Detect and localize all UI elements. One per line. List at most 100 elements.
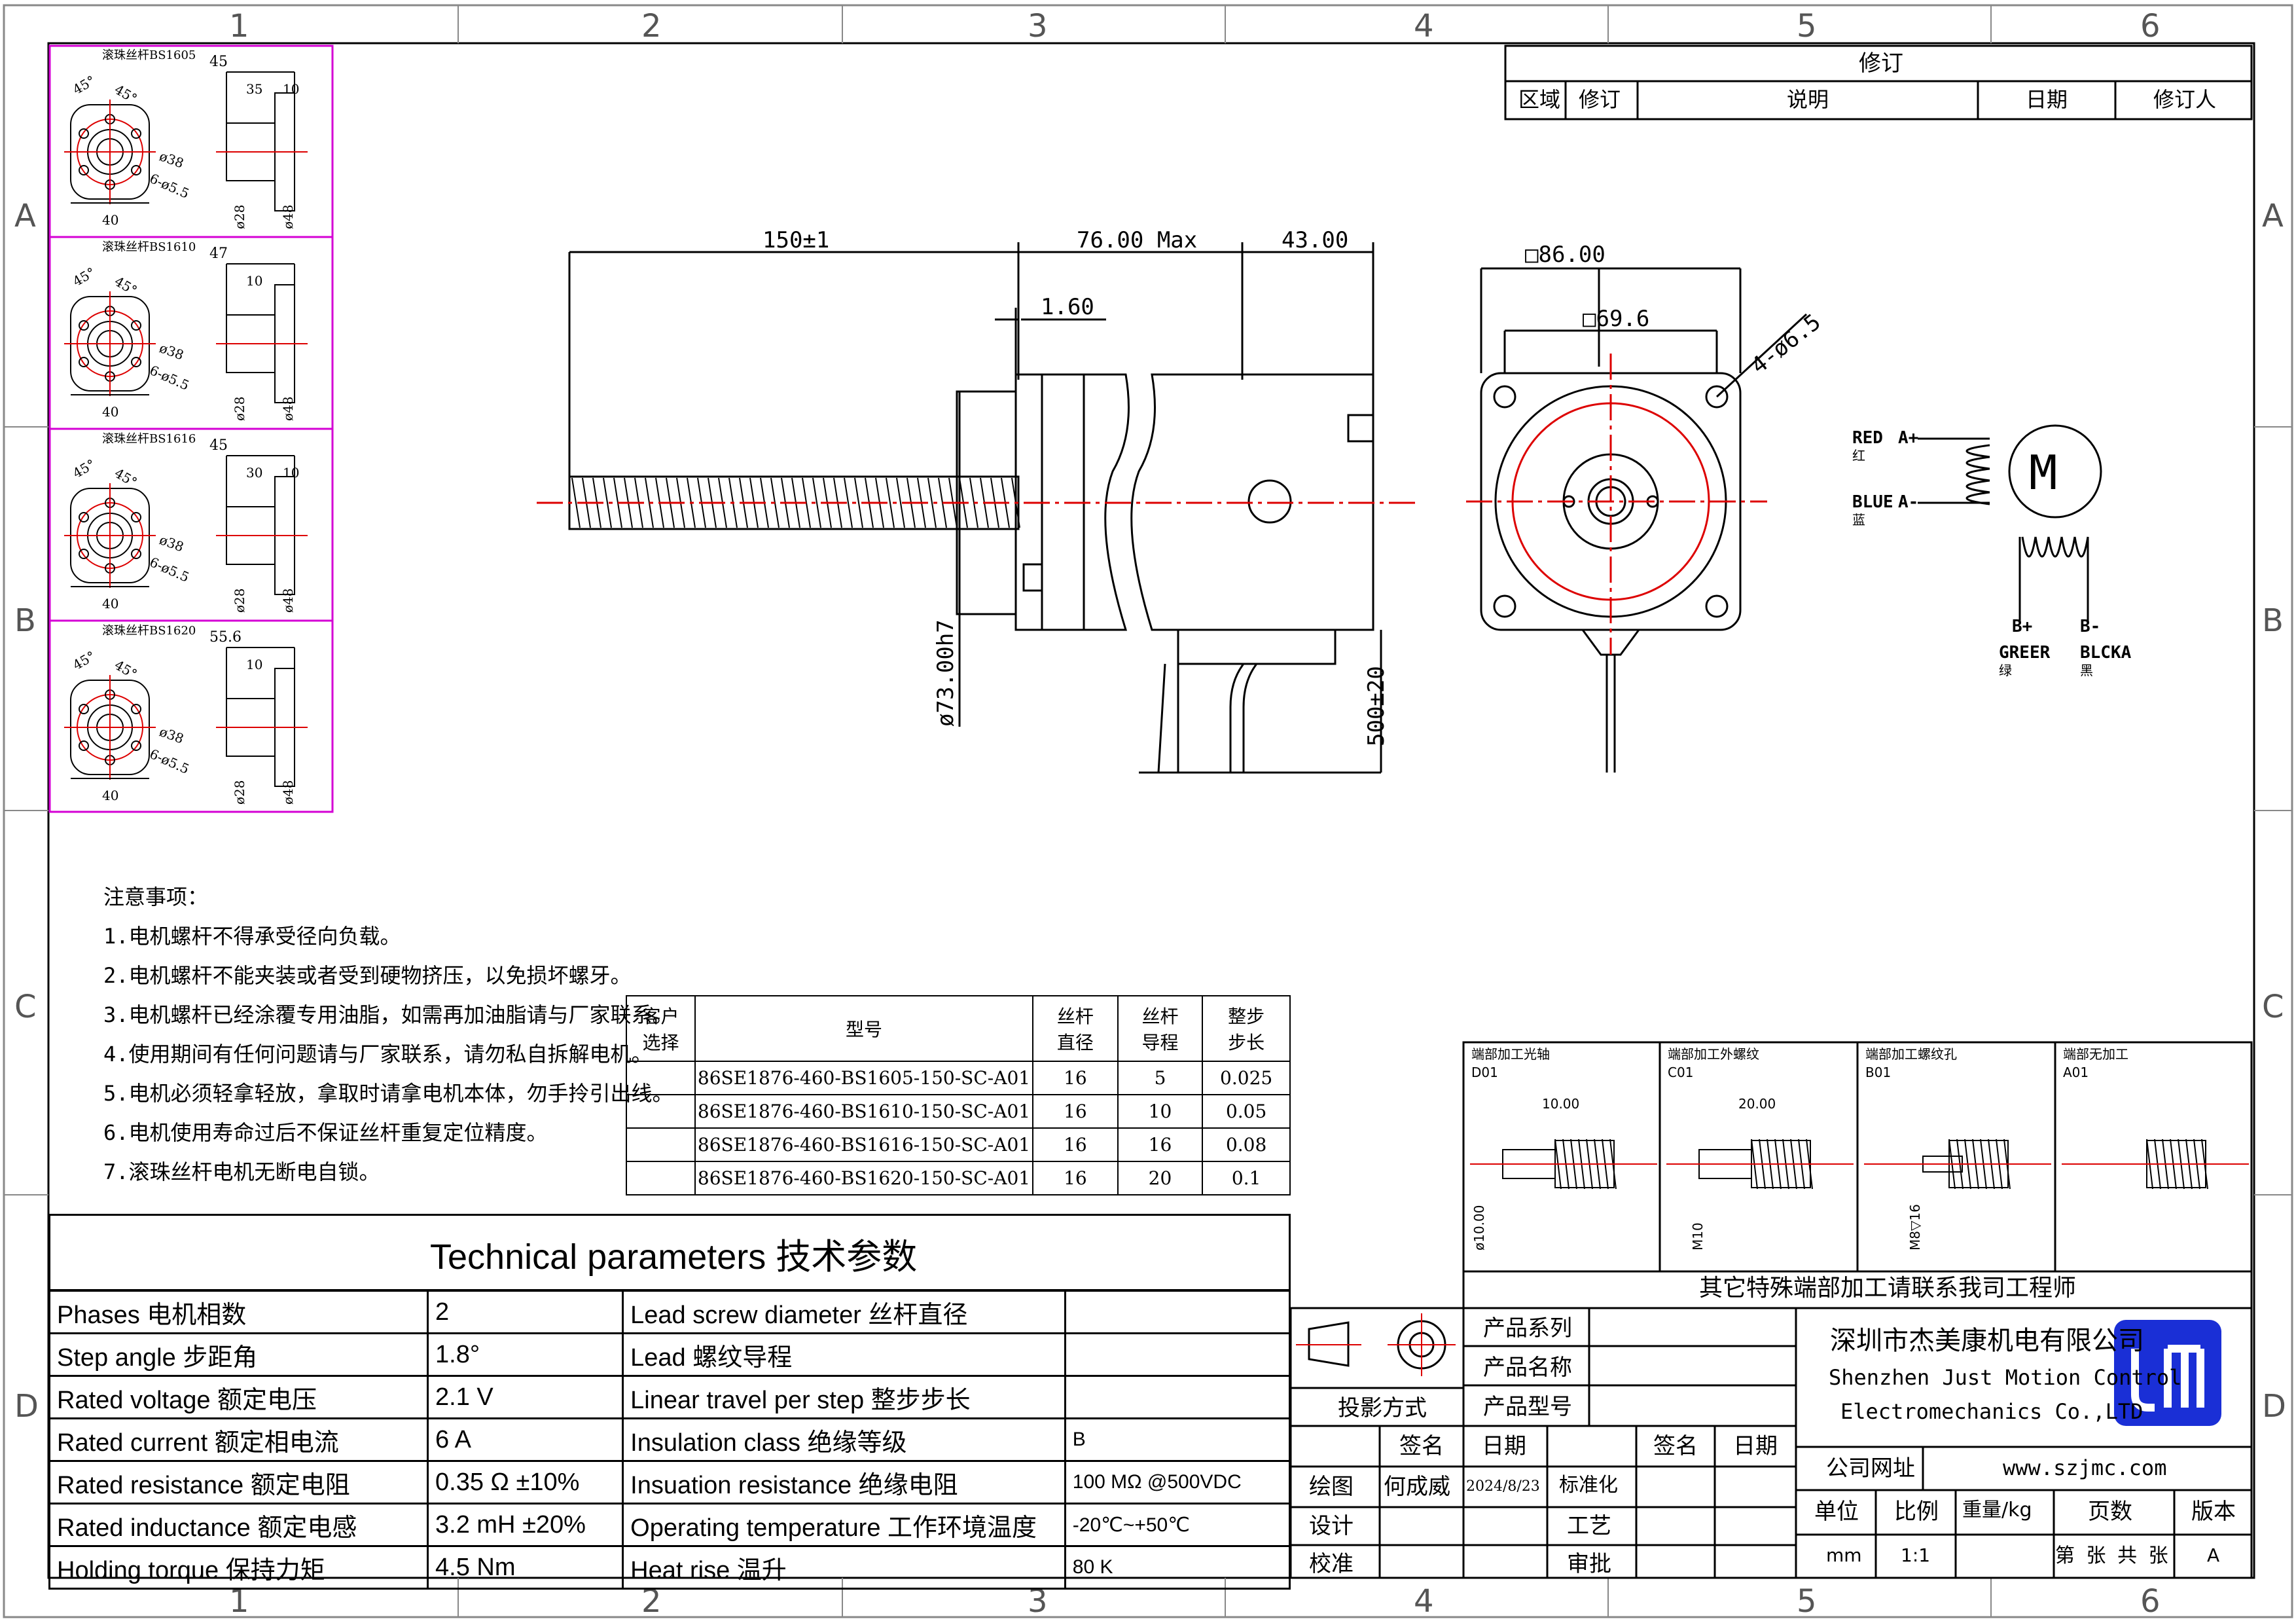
- nut-flange-dia: ø48: [280, 588, 296, 613]
- tech-title: Technical parameters 技术参数: [430, 1237, 918, 1277]
- model-select-cell[interactable]: [626, 1061, 696, 1095]
- model-cell: 86SE1876-460-BS1610-150-SC-A01: [694, 1094, 1034, 1129]
- date-header-2: 日期: [1733, 1433, 1778, 1459]
- zone-col-2: 2: [641, 8, 662, 45]
- check-label: 校准: [1309, 1551, 1354, 1577]
- model-cell: 16: [1117, 1127, 1204, 1162]
- approve-label: 审批: [1567, 1551, 1611, 1577]
- wire-b-plus-cn: 绿: [1999, 663, 2012, 678]
- tech-param-value: 100 MΩ @500VDC: [1064, 1460, 1291, 1504]
- model-cell: 16: [1032, 1161, 1119, 1195]
- zone-col-1: 1: [229, 8, 249, 45]
- model-header-select: 客户 选择: [626, 995, 696, 1062]
- tech-param-label: Rated current 额定相电流: [48, 1417, 429, 1462]
- note-3: 3.电机螺杆已经涂覆专用油脂，如需再加油脂请与厂家联系。: [103, 1002, 673, 1027]
- tech-param-value: -20℃~+50℃: [1064, 1503, 1291, 1547]
- model-cell: 20: [1117, 1161, 1204, 1195]
- nut-flange-dia: ø48: [280, 204, 296, 230]
- version-label: 版本: [2191, 1499, 2236, 1525]
- revision-title: 修订: [1859, 50, 1903, 77]
- wire-b-minus-color: BLCKA: [2080, 643, 2132, 663]
- model-table: 客户 选择 型号 丝杆 直径 丝杆 导程 整步 步长 86SE1876-460-…: [626, 995, 1291, 1195]
- zone-row-d: D: [14, 1388, 39, 1425]
- zone-col-5-bottom: 5: [1797, 1583, 1817, 1620]
- company-logo-icon: [2114, 1320, 2221, 1426]
- end-option-title: 端部加工螺纹孔: [1865, 1046, 1957, 1062]
- wire-a-plus: A+: [1898, 428, 1919, 448]
- nut-title: 滚珠丝杆BS1605: [102, 48, 196, 62]
- model-select-cell[interactable]: [626, 1094, 696, 1129]
- dim-rear: 43.00: [1282, 227, 1349, 253]
- tech-param-value: 3.2 mH ±20%: [427, 1503, 624, 1547]
- nut-dim: 35: [246, 81, 263, 97]
- revision-header-date: 日期: [2026, 87, 2068, 112]
- model-select-cell[interactable]: [626, 1161, 696, 1195]
- drawer-name: 何成威: [1384, 1474, 1450, 1500]
- model-cell: 0.08: [1202, 1127, 1291, 1162]
- end-option-title: 端部加工光轴: [1471, 1046, 1550, 1062]
- dim-flange: 1.60: [1041, 294, 1094, 320]
- nut-width: 40: [102, 788, 119, 803]
- tech-param-label: Step angle 步距角: [48, 1332, 429, 1377]
- wire-a-plus-color: RED: [1852, 428, 1883, 448]
- zone-col-5: 5: [1797, 8, 1817, 45]
- end-options-footer: 其它特殊端部加工请联系我司工程师: [1699, 1275, 2077, 1302]
- model-header-model: 型号: [694, 995, 1034, 1062]
- revision-header-area: 区域: [1518, 87, 1561, 112]
- tech-param-label: Lead screw diameter 丝杆直径: [622, 1290, 1066, 1334]
- nut-dim: 10: [283, 81, 300, 97]
- tech-param-value: 1.8°: [427, 1332, 624, 1377]
- model-cell: 5: [1117, 1061, 1204, 1095]
- nut-dim: 47: [209, 246, 228, 262]
- nut-width: 40: [102, 596, 119, 611]
- tech-param-label: Heat rise 温升: [622, 1545, 1066, 1590]
- pages-label: 页数: [2088, 1499, 2132, 1525]
- nut-width: 40: [102, 404, 119, 420]
- company-name-en-2: Electromechanics Co.,LTD: [1840, 1399, 2144, 1424]
- zone-row-b: B: [14, 602, 36, 639]
- model-cell: 0.1: [1202, 1161, 1291, 1195]
- product-model-label: 产品型号: [1483, 1394, 1572, 1420]
- note-5: 5.电机必须轻拿轻放，拿取时请拿电机本体，勿手拎引出线。: [103, 1081, 673, 1106]
- tech-param-value: [1064, 1290, 1291, 1334]
- zone-col-4: 4: [1414, 8, 1434, 45]
- zone-col-2-bottom: 2: [641, 1583, 662, 1620]
- nut-shaft-dia: ø28: [232, 780, 247, 805]
- dim-bolt-square: □69.6: [1583, 306, 1650, 332]
- tech-param-label: Insulation class 绝缘等级: [622, 1417, 1066, 1462]
- tech-param-label: Insuation resistance 绝缘电阻: [622, 1460, 1066, 1504]
- website-link[interactable]: www.szjmc.com: [2003, 1455, 2167, 1480]
- model-select-cell[interactable]: [626, 1127, 696, 1162]
- end-option-length: 20.00: [1738, 1096, 1776, 1112]
- nut-flange-dia: ø48: [280, 396, 296, 422]
- model-header-diameter: 丝杆 直径: [1032, 995, 1119, 1062]
- zone-row-c-right: C: [2262, 989, 2284, 1025]
- nut-shaft-dia: ø28: [232, 396, 247, 422]
- note-4: 4.使用期间有任何问题请与厂家联系，请勿私自拆解电机。: [103, 1042, 653, 1067]
- tech-title-box: Technical parameters 技术参数: [48, 1214, 1291, 1291]
- dim-square: □86.00: [1525, 242, 1605, 268]
- revision-header-desc: 说明: [1787, 87, 1829, 112]
- notes-title: 注意事项：: [103, 884, 209, 909]
- end-option-dia: M8▽16: [1907, 1204, 1923, 1250]
- end-option-code: C01: [1668, 1065, 1694, 1080]
- tech-param-label: Lead 螺纹导程: [622, 1332, 1066, 1377]
- unit-label: 单位: [1814, 1499, 1859, 1525]
- end-option-title: 端部加工外螺纹: [1668, 1046, 1759, 1062]
- projection-label: 投影方式: [1338, 1395, 1427, 1421]
- zone-col-4-bottom: 4: [1414, 1583, 1434, 1620]
- note-6: 6.电机使用寿命过后不保证丝杆重复定位精度。: [103, 1120, 548, 1145]
- draw-date: 2024/8/23: [1466, 1478, 1540, 1495]
- end-option-dia: ø10.00: [1471, 1205, 1487, 1251]
- zone-row-d-right: D: [2262, 1388, 2286, 1425]
- product-series-label: 产品系列: [1483, 1315, 1572, 1341]
- nut-title: 滚珠丝杆BS1616: [102, 432, 196, 446]
